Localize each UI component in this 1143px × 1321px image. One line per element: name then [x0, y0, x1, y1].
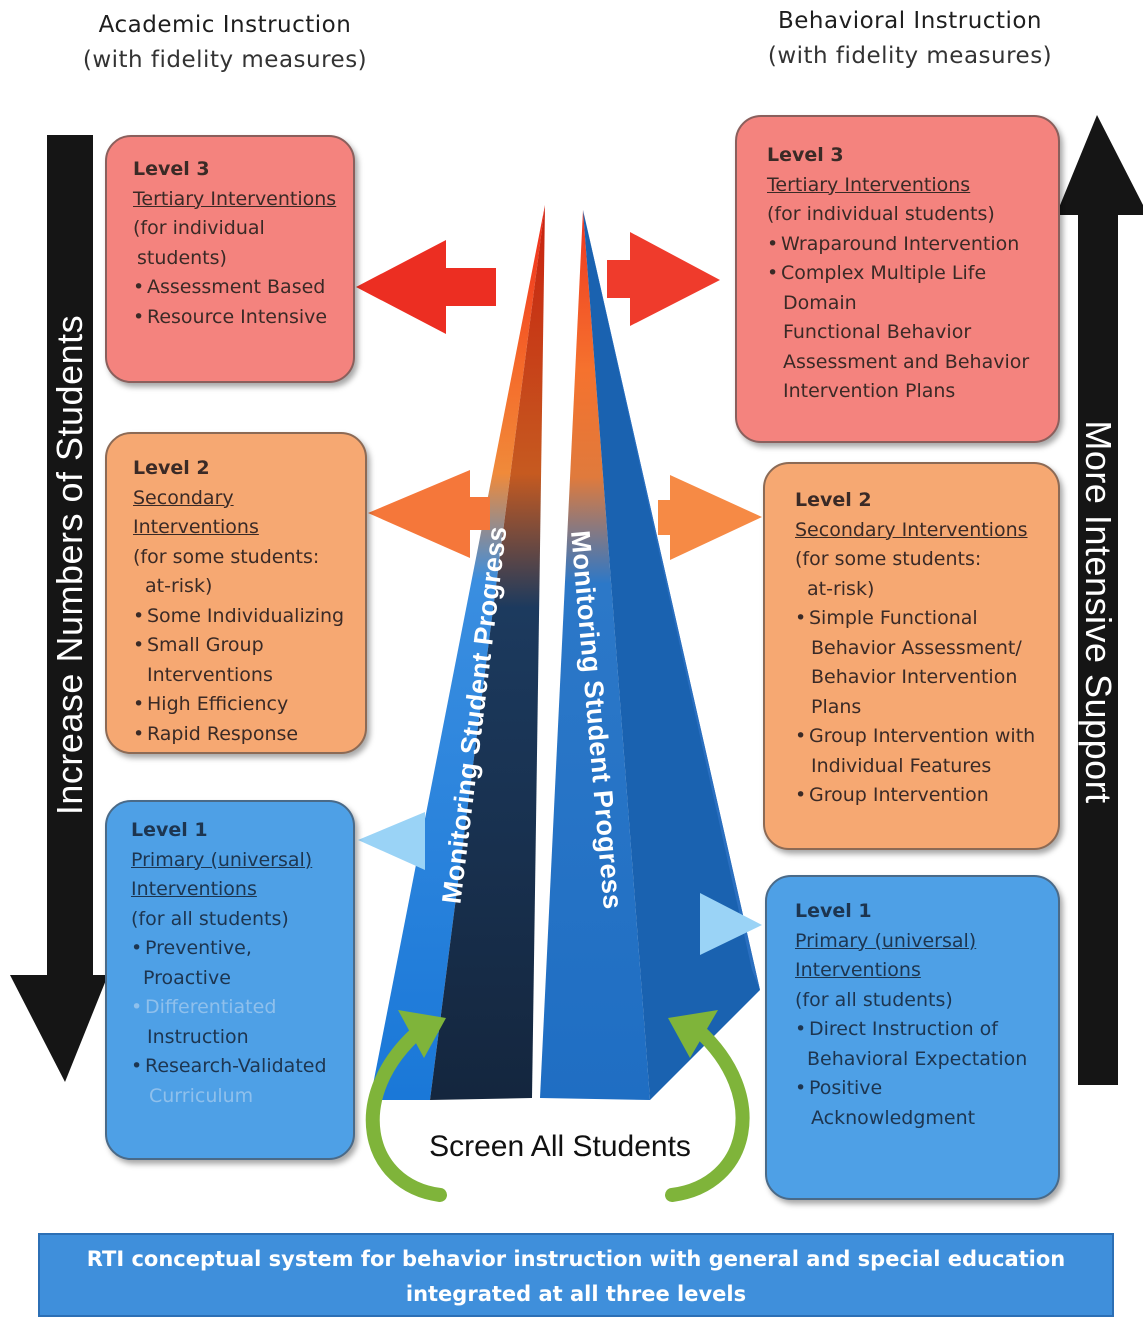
arrow-right-level1	[700, 893, 762, 955]
list-item: Positive	[795, 1074, 1058, 1104]
academic-level1-box: Level 1 Primary (universal) Intervention…	[105, 800, 355, 1160]
behavioral-level1-list: Direct Instruction of Behavioral Expecta…	[795, 1015, 1058, 1133]
list-item: Domain	[783, 291, 857, 314]
increase-students-label: Increase Numbers of Students	[49, 314, 90, 816]
list-item: Simple Functional	[795, 604, 1058, 634]
academic-level3-title: Tertiary Interventions	[133, 187, 337, 210]
more-support-label: More Intensive Support	[1078, 420, 1119, 804]
behavioral-level2-scope-2: at-risk)	[807, 577, 875, 600]
monitoring-spike-left	[370, 205, 545, 1100]
monitoring-spike-right	[540, 210, 760, 1100]
behavioral-level2-scope-1: (for some students:	[795, 548, 982, 570]
list-item: Research-Validated	[131, 1052, 353, 1082]
list-item: Resource Intensive	[133, 303, 353, 333]
list-item: Intervention Plans	[783, 380, 956, 402]
behavioral-level3-box: Level 3 Tertiary Interventions (for indi…	[735, 115, 1060, 443]
list-item: Behavioral Expectation	[807, 1047, 1028, 1070]
list-item: Interventions	[147, 663, 273, 686]
academic-level2-box: Level 2 Secondary Interventions (for som…	[105, 432, 367, 754]
academic-header-title: Academic Instruction	[98, 12, 352, 38]
behavioral-level2-title: Secondary Interventions	[795, 518, 1028, 541]
list-item: High Efficiency	[133, 690, 365, 720]
list-item: Individual Features	[811, 754, 992, 777]
list-item: Plans	[811, 695, 862, 718]
academic-level3-scope-1: (for individual	[133, 217, 265, 239]
curved-arrow-right	[665, 1010, 750, 1202]
behavioral-level3-scope: (for individual students)	[767, 203, 995, 225]
behavioral-level2-box: Level 2 Secondary Interventions (for som…	[763, 462, 1060, 850]
behavioral-level3-title: Tertiary Interventions	[767, 173, 971, 196]
academic-level1-title-2: Interventions	[131, 878, 257, 900]
academic-level2-list: Some Individualizing Small Group Interve…	[133, 602, 365, 750]
list-item: Group Intervention	[795, 781, 1058, 811]
arrow-left-level2	[368, 470, 490, 558]
list-item: Behavior Intervention	[811, 666, 1018, 688]
arrow-left-level1	[358, 812, 425, 870]
footer-caption: RTI conceptual system for behavior instr…	[38, 1233, 1114, 1317]
behavioral-level1-scope: (for all students)	[795, 988, 953, 1011]
list-item: Functional Behavior	[783, 321, 972, 343]
behavioral-header-title: Behavioral Instruction	[777, 8, 1043, 34]
behavioral-level1-label: Level 1	[795, 900, 872, 922]
screen-all-students-label: Screen All Students	[429, 1130, 691, 1163]
academic-level3-list: Assessment Based Resource Intensive	[133, 273, 353, 332]
list-item: Complex Multiple Life	[767, 259, 1058, 289]
list-item: Some Individualizing	[133, 602, 365, 632]
academic-level2-label: Level 2	[133, 457, 210, 479]
behavioral-level1-title-1: Primary (universal)	[795, 929, 977, 952]
list-item: Wraparound Intervention	[767, 230, 1058, 260]
increase-students-arrow	[10, 135, 108, 1082]
academic-level2-scope-2: at-risk)	[145, 575, 213, 597]
arrow-left-level3	[356, 240, 496, 334]
list-item: Proactive	[143, 966, 231, 989]
list-item: Acknowledgment	[811, 1106, 976, 1129]
list-item: Curriculum	[149, 1084, 254, 1107]
footer-line-2: integrated at all three levels	[405, 1282, 747, 1306]
behavioral-level1-title-2: Interventions	[795, 959, 921, 981]
behavioral-level2-list: Simple Functional Behavior Assessment/ B…	[795, 604, 1058, 811]
list-item: Small Group	[133, 631, 365, 661]
arrow-right-level2	[658, 475, 762, 560]
academic-level1-title-1: Primary (universal)	[131, 848, 313, 871]
list-item: Direct Instruction of	[795, 1015, 1058, 1045]
academic-level3-label: Level 3	[133, 158, 210, 180]
academic-level3-box: Level 3 Tertiary Interventions (for indi…	[105, 135, 355, 383]
academic-header-sub: (with fidelity measures)	[82, 47, 368, 73]
behavioral-header: Behavioral Instruction (with fidelity me…	[735, 4, 1085, 74]
behavioral-level3-label: Level 3	[767, 144, 844, 166]
list-item: Group Intervention with	[795, 722, 1058, 752]
footer-line-1: RTI conceptual system for behavior instr…	[86, 1247, 1066, 1271]
academic-header: Academic Instruction (with fidelity meas…	[50, 8, 400, 78]
behavioral-level3-list: Wraparound Intervention Complex Multiple…	[767, 230, 1058, 407]
academic-level1-label: Level 1	[131, 819, 208, 841]
list-item: Instruction	[147, 1025, 249, 1048]
academic-level2-scope-1: (for some students:	[133, 545, 320, 568]
list-item: Assessment Based	[133, 273, 353, 303]
academic-level2-title-2: Interventions	[133, 516, 259, 538]
behavioral-level1-box: Level 1 Primary (universal) Intervention…	[765, 875, 1060, 1200]
academic-level3-scope-2: students)	[137, 246, 227, 269]
academic-level2-title-1: Secondary	[133, 486, 234, 509]
more-support-arrow	[1056, 115, 1143, 1085]
curved-arrow-left	[365, 1010, 447, 1202]
behavioral-level2-label: Level 2	[795, 489, 872, 511]
behavioral-header-sub: (with fidelity measures)	[767, 43, 1053, 69]
list-item: Differentiated	[131, 993, 353, 1023]
list-item: Assessment and Behavior	[783, 350, 1030, 373]
list-item: Behavior Assessment/	[811, 636, 1022, 659]
list-item: Rapid Response	[133, 720, 365, 750]
academic-level1-scope: (for all students)	[131, 907, 289, 930]
list-item: Preventive,	[131, 934, 353, 964]
academic-level1-list: Preventive, Proactive Differentiated Ins…	[131, 934, 353, 1111]
arrow-right-level3	[607, 232, 720, 326]
